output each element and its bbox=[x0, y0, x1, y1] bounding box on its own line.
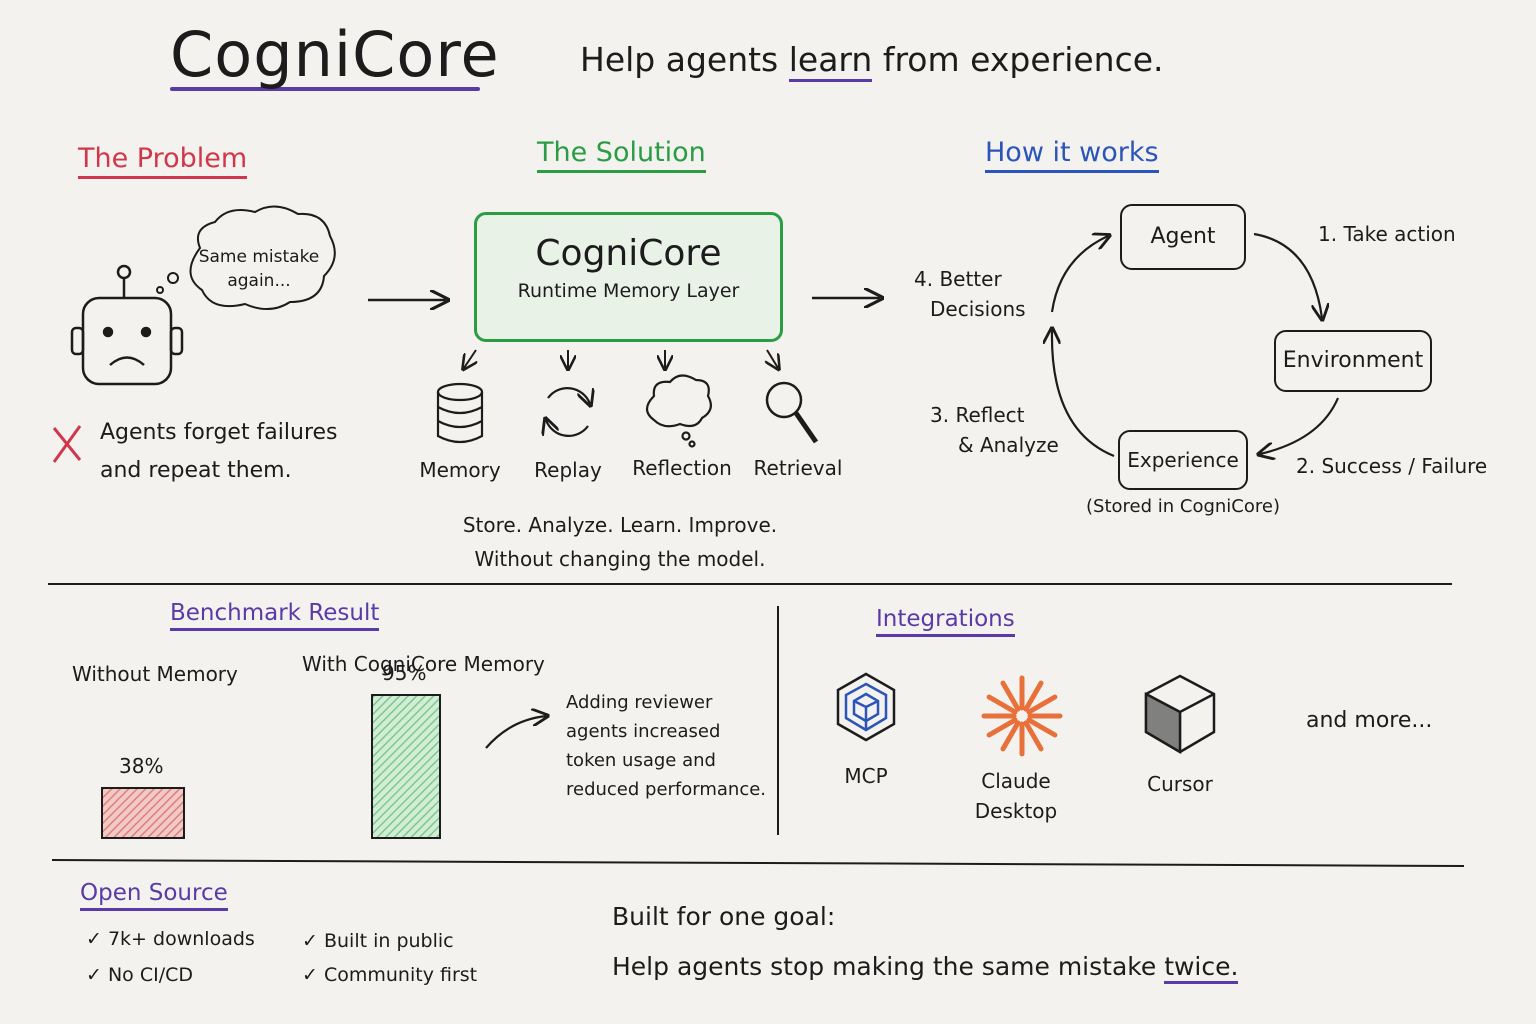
solution-heading: The Solution bbox=[537, 137, 706, 173]
component-arrows bbox=[464, 349, 778, 368]
problem-statement: Agents forget failures and repeat them. bbox=[100, 420, 338, 483]
cursor-icon bbox=[1144, 674, 1216, 755]
os-item-public: Built in public bbox=[302, 930, 454, 952]
problem-heading: The Problem bbox=[78, 143, 248, 179]
solution-caption: Store. Analyze. Learn. Improve. Without … bbox=[462, 513, 778, 571]
step-better-decisions: 4. Better Decisions bbox=[914, 267, 1026, 321]
bottom-divider bbox=[51, 859, 1465, 867]
bar-with-memory bbox=[371, 694, 441, 839]
solution-box: CogniCore Runtime Memory Layer bbox=[474, 212, 783, 342]
claude-icon-ray bbox=[1000, 720, 1021, 752]
tagline: Help agents learn from experience. bbox=[580, 40, 1164, 82]
integration-mcp-label: MCP bbox=[844, 764, 888, 788]
claude-icon-ray bbox=[1023, 680, 1044, 712]
benchmark-heading: Benchmark Result bbox=[170, 600, 380, 631]
solution-box-title: CogniCore bbox=[535, 233, 722, 274]
bar-without-memory bbox=[101, 787, 185, 839]
component-replay-label: Replay bbox=[534, 458, 602, 482]
claude-icon-ray bbox=[1026, 694, 1058, 715]
os-item-cicd: No CI/CD bbox=[86, 964, 193, 986]
replay-icon bbox=[546, 387, 590, 437]
bar-value-with: 95% bbox=[382, 661, 427, 685]
goal-emphasis: twice. bbox=[1164, 952, 1239, 984]
node-experience: Experience bbox=[1118, 430, 1248, 490]
cloud-icon bbox=[645, 374, 713, 448]
thought-bubble bbox=[156, 205, 336, 310]
component-memory-label: Memory bbox=[419, 458, 501, 482]
bar-category-with: With CogniCore Memory bbox=[302, 652, 545, 676]
thought-text: Same mistake again... bbox=[198, 247, 320, 291]
integration-claude-label: Claude Desktop bbox=[974, 769, 1058, 823]
integrations-more: and more... bbox=[1306, 708, 1433, 733]
bar-value-without: 38% bbox=[119, 754, 164, 778]
stored-note: (Stored in CogniCore) bbox=[1086, 496, 1280, 517]
open-source-heading: Open Source bbox=[80, 880, 228, 911]
component-retrieval-label: Retrieval bbox=[753, 456, 843, 480]
integrations-heading: Integrations bbox=[876, 606, 1015, 637]
os-item-downloads: 7k+ downloads bbox=[86, 928, 255, 950]
claude-icon-ray bbox=[1023, 720, 1044, 752]
sad-robot-icon bbox=[70, 264, 184, 386]
step-reflect: 3. Reflect & Analyze bbox=[930, 403, 1059, 457]
claude-icon-ray bbox=[986, 717, 1018, 738]
integration-cursor-label: Cursor bbox=[1147, 772, 1213, 796]
title-underline bbox=[170, 87, 480, 91]
goal-line2: Help agents stop making the same mistake… bbox=[612, 952, 1239, 984]
claude-icon-ray bbox=[1000, 680, 1021, 712]
cycle-arrows bbox=[1052, 234, 1340, 456]
database-icon bbox=[436, 382, 484, 444]
claude-icon-ray bbox=[1026, 717, 1058, 738]
claude-icon bbox=[981, 675, 1063, 757]
component-reflection-label: Reflection bbox=[632, 456, 732, 480]
goal-line1: Built for one goal: bbox=[612, 902, 836, 931]
bar-category-without: Without Memory bbox=[72, 662, 238, 686]
claude-icon-ray bbox=[986, 694, 1018, 715]
step-success-failure: 2. Success / Failure bbox=[1296, 454, 1488, 478]
solution-box-subtitle: Runtime Memory Layer bbox=[517, 280, 740, 302]
magnifier-icon bbox=[765, 381, 819, 444]
benchmark-note-arrow bbox=[485, 716, 546, 749]
how-heading: How it works bbox=[985, 137, 1159, 173]
os-item-community: Community first bbox=[302, 964, 477, 986]
node-agent: Agent bbox=[1120, 204, 1246, 270]
step-take-action: 1. Take action bbox=[1318, 222, 1456, 246]
benchmark-note: Adding reviewer agents increased token u… bbox=[566, 692, 767, 800]
red-x-icon bbox=[52, 425, 82, 463]
mcp-icon bbox=[836, 672, 896, 742]
node-environment: Environment bbox=[1274, 330, 1432, 392]
tagline-emphasis: learn bbox=[788, 40, 873, 82]
page-title: CogniCore bbox=[170, 18, 500, 91]
